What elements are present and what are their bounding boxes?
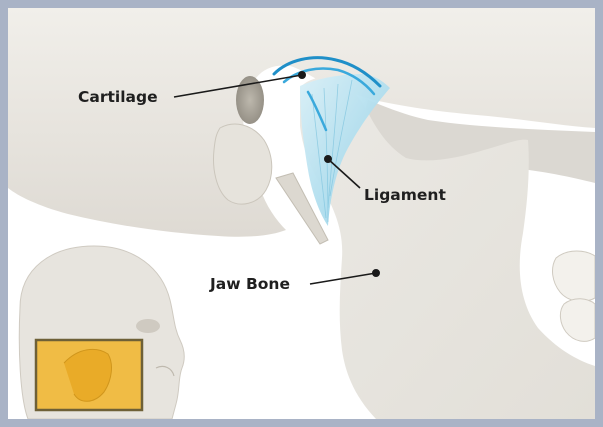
jaw-joint-illustration: Cartilage Ligament Jaw Bone xyxy=(8,8,595,419)
cartilage-leader-dot xyxy=(299,72,305,78)
illustration-area: Cartilage Ligament Jaw Bone xyxy=(8,8,595,419)
jaw-bone-label: Jaw Bone xyxy=(209,275,290,293)
jaw-bone-leader-dot xyxy=(373,270,379,276)
ligament-label: Ligament xyxy=(364,186,446,204)
molar-teeth xyxy=(553,251,595,341)
cartilage-label: Cartilage xyxy=(78,88,158,106)
skull-inset-illustration xyxy=(19,246,184,419)
ligament-leader-dot xyxy=(325,156,331,162)
articular-eminence xyxy=(214,124,272,204)
